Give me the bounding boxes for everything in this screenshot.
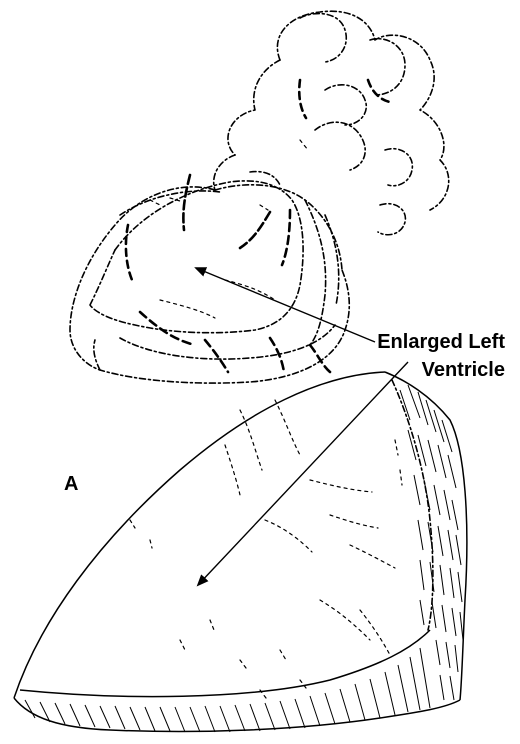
callout-label-line2: Ventricle xyxy=(422,359,505,381)
arrow-to-lower-ventricle xyxy=(198,362,408,585)
heart-outline-sketch xyxy=(70,11,449,383)
arrow-to-upper-ventricle xyxy=(196,268,375,342)
cavity-texture xyxy=(130,400,402,698)
ventricle-cross-section xyxy=(14,372,467,732)
callout-arrows xyxy=(196,268,408,585)
right-wall-hatching xyxy=(400,385,463,700)
callout-label-line1: Enlarged Left xyxy=(377,331,505,353)
panel-letter: A xyxy=(64,473,78,495)
